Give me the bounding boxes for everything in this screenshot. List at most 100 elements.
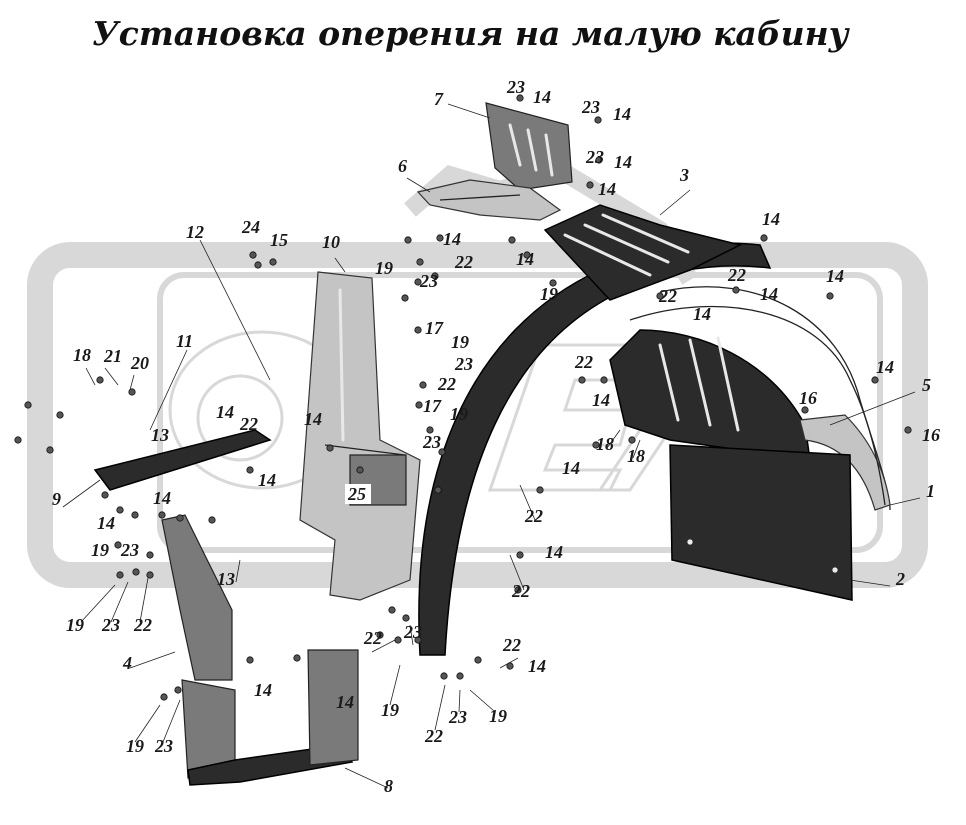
callout-number-14: 14 bbox=[216, 402, 234, 422]
bolt-icon bbox=[628, 436, 636, 444]
leader-line bbox=[199, 239, 271, 381]
bolt-icon bbox=[14, 436, 22, 444]
fender-3-slot bbox=[583, 223, 670, 264]
callout-number-11: 11 bbox=[176, 331, 193, 351]
bolt-icon bbox=[160, 693, 168, 701]
bolt-icon bbox=[128, 388, 136, 396]
callout-number-23: 23 bbox=[101, 615, 120, 635]
callout-number-14: 14 bbox=[876, 357, 894, 377]
bolt-icon bbox=[426, 426, 434, 434]
leader-line bbox=[371, 639, 396, 653]
bracket-6-edge bbox=[439, 194, 521, 201]
bolt-icon bbox=[401, 294, 409, 302]
callout-number-20: 20 bbox=[130, 353, 149, 373]
callout-number-2: 2 bbox=[895, 569, 905, 589]
fasteners bbox=[14, 94, 912, 701]
bolt-icon bbox=[254, 261, 262, 269]
bolt-icon bbox=[434, 486, 442, 494]
bolt-icon bbox=[146, 551, 154, 559]
callout-number-14: 14 bbox=[693, 304, 711, 324]
callout-number-8: 8 bbox=[384, 776, 393, 796]
bolt-icon bbox=[431, 272, 439, 280]
leader-line bbox=[434, 684, 446, 731]
bolt-icon bbox=[356, 466, 364, 474]
leader-line bbox=[606, 429, 621, 449]
callout-number-23: 23 bbox=[154, 736, 173, 756]
mud-flap-2 bbox=[669, 444, 853, 601]
fender-1-slot bbox=[716, 336, 740, 432]
callout-number-19: 19 bbox=[451, 332, 469, 352]
callout-number-14: 14 bbox=[598, 179, 616, 199]
callout-number-19: 19 bbox=[126, 736, 144, 756]
callout-number-22: 22 bbox=[454, 252, 473, 272]
bolt-icon bbox=[549, 279, 557, 287]
callout-number-23: 23 bbox=[448, 707, 467, 727]
callout-number-14: 14 bbox=[614, 152, 632, 172]
callout-number-14: 14 bbox=[516, 249, 534, 269]
bolt-icon bbox=[536, 486, 544, 494]
bolt-icon bbox=[394, 636, 402, 644]
bolt-icon bbox=[438, 448, 446, 456]
leader-line bbox=[447, 103, 491, 119]
bolt-icon bbox=[414, 636, 422, 644]
callout-number-14: 14 bbox=[592, 390, 610, 410]
leader-line bbox=[389, 664, 401, 706]
callout-number-22: 22 bbox=[727, 265, 746, 285]
step-9-tread bbox=[93, 429, 272, 491]
callout-number-22: 22 bbox=[574, 352, 593, 372]
leader-line bbox=[344, 767, 389, 789]
bracket-7-slot bbox=[508, 123, 522, 167]
bracket-10-body bbox=[299, 271, 421, 601]
bolt-icon bbox=[656, 292, 664, 300]
leader-lines bbox=[62, 103, 921, 789]
fender-3-arch bbox=[418, 242, 772, 656]
callout-number-14: 14 bbox=[258, 470, 276, 490]
callout-number-15: 15 bbox=[270, 230, 288, 250]
bolt-icon bbox=[293, 654, 301, 662]
bolt-icon bbox=[101, 491, 109, 499]
bolt-icon bbox=[586, 181, 594, 189]
bracket-6-body bbox=[416, 179, 562, 221]
leader-line bbox=[134, 704, 161, 743]
bolt-icon bbox=[592, 441, 600, 449]
bolt-icon bbox=[132, 568, 140, 576]
fender-3-slot bbox=[563, 233, 652, 277]
watermark-oval-small bbox=[196, 374, 284, 462]
bolt-icon bbox=[826, 292, 834, 300]
callout-number-23: 23 bbox=[506, 77, 525, 97]
leader-line bbox=[62, 479, 101, 508]
callout-number-18: 18 bbox=[627, 446, 645, 466]
callout-number-14: 14 bbox=[533, 87, 551, 107]
callout-number-16: 16 bbox=[799, 388, 817, 408]
callout-number-14: 14 bbox=[826, 266, 844, 286]
bolt-icon bbox=[404, 236, 412, 244]
callout-number-17: 17 bbox=[423, 396, 442, 416]
callout-number-7: 7 bbox=[434, 89, 444, 109]
leader-line bbox=[149, 349, 188, 431]
callout-number-21: 21 bbox=[103, 346, 122, 366]
bolt-icon bbox=[158, 511, 166, 519]
leader-line bbox=[110, 581, 129, 623]
callout-number-4: 4 bbox=[122, 653, 132, 673]
bolt-icon bbox=[146, 571, 154, 579]
bracket-10-edge bbox=[324, 444, 406, 456]
callout-number-24: 24 bbox=[241, 217, 260, 237]
leader-line bbox=[889, 497, 921, 506]
callout-number-19: 19 bbox=[489, 706, 507, 726]
callout-number-14: 14 bbox=[304, 409, 322, 429]
leader-line bbox=[334, 257, 346, 273]
leader-line bbox=[409, 624, 414, 646]
step-8-right-leg bbox=[307, 649, 359, 766]
leader-line bbox=[499, 657, 519, 669]
callout-number-18: 18 bbox=[73, 345, 91, 365]
page-title: Установка оперения на малую кабину bbox=[92, 14, 849, 53]
bolt-icon bbox=[436, 234, 444, 242]
leader-line bbox=[235, 559, 241, 583]
callout-number-9: 9 bbox=[52, 489, 61, 509]
bolt-icon bbox=[46, 446, 54, 454]
bolt-icon bbox=[600, 376, 608, 384]
callout-number-14: 14 bbox=[528, 656, 546, 676]
bolt-icon bbox=[388, 606, 396, 614]
bolt-icon bbox=[326, 444, 334, 452]
bolt-icon bbox=[114, 541, 122, 549]
